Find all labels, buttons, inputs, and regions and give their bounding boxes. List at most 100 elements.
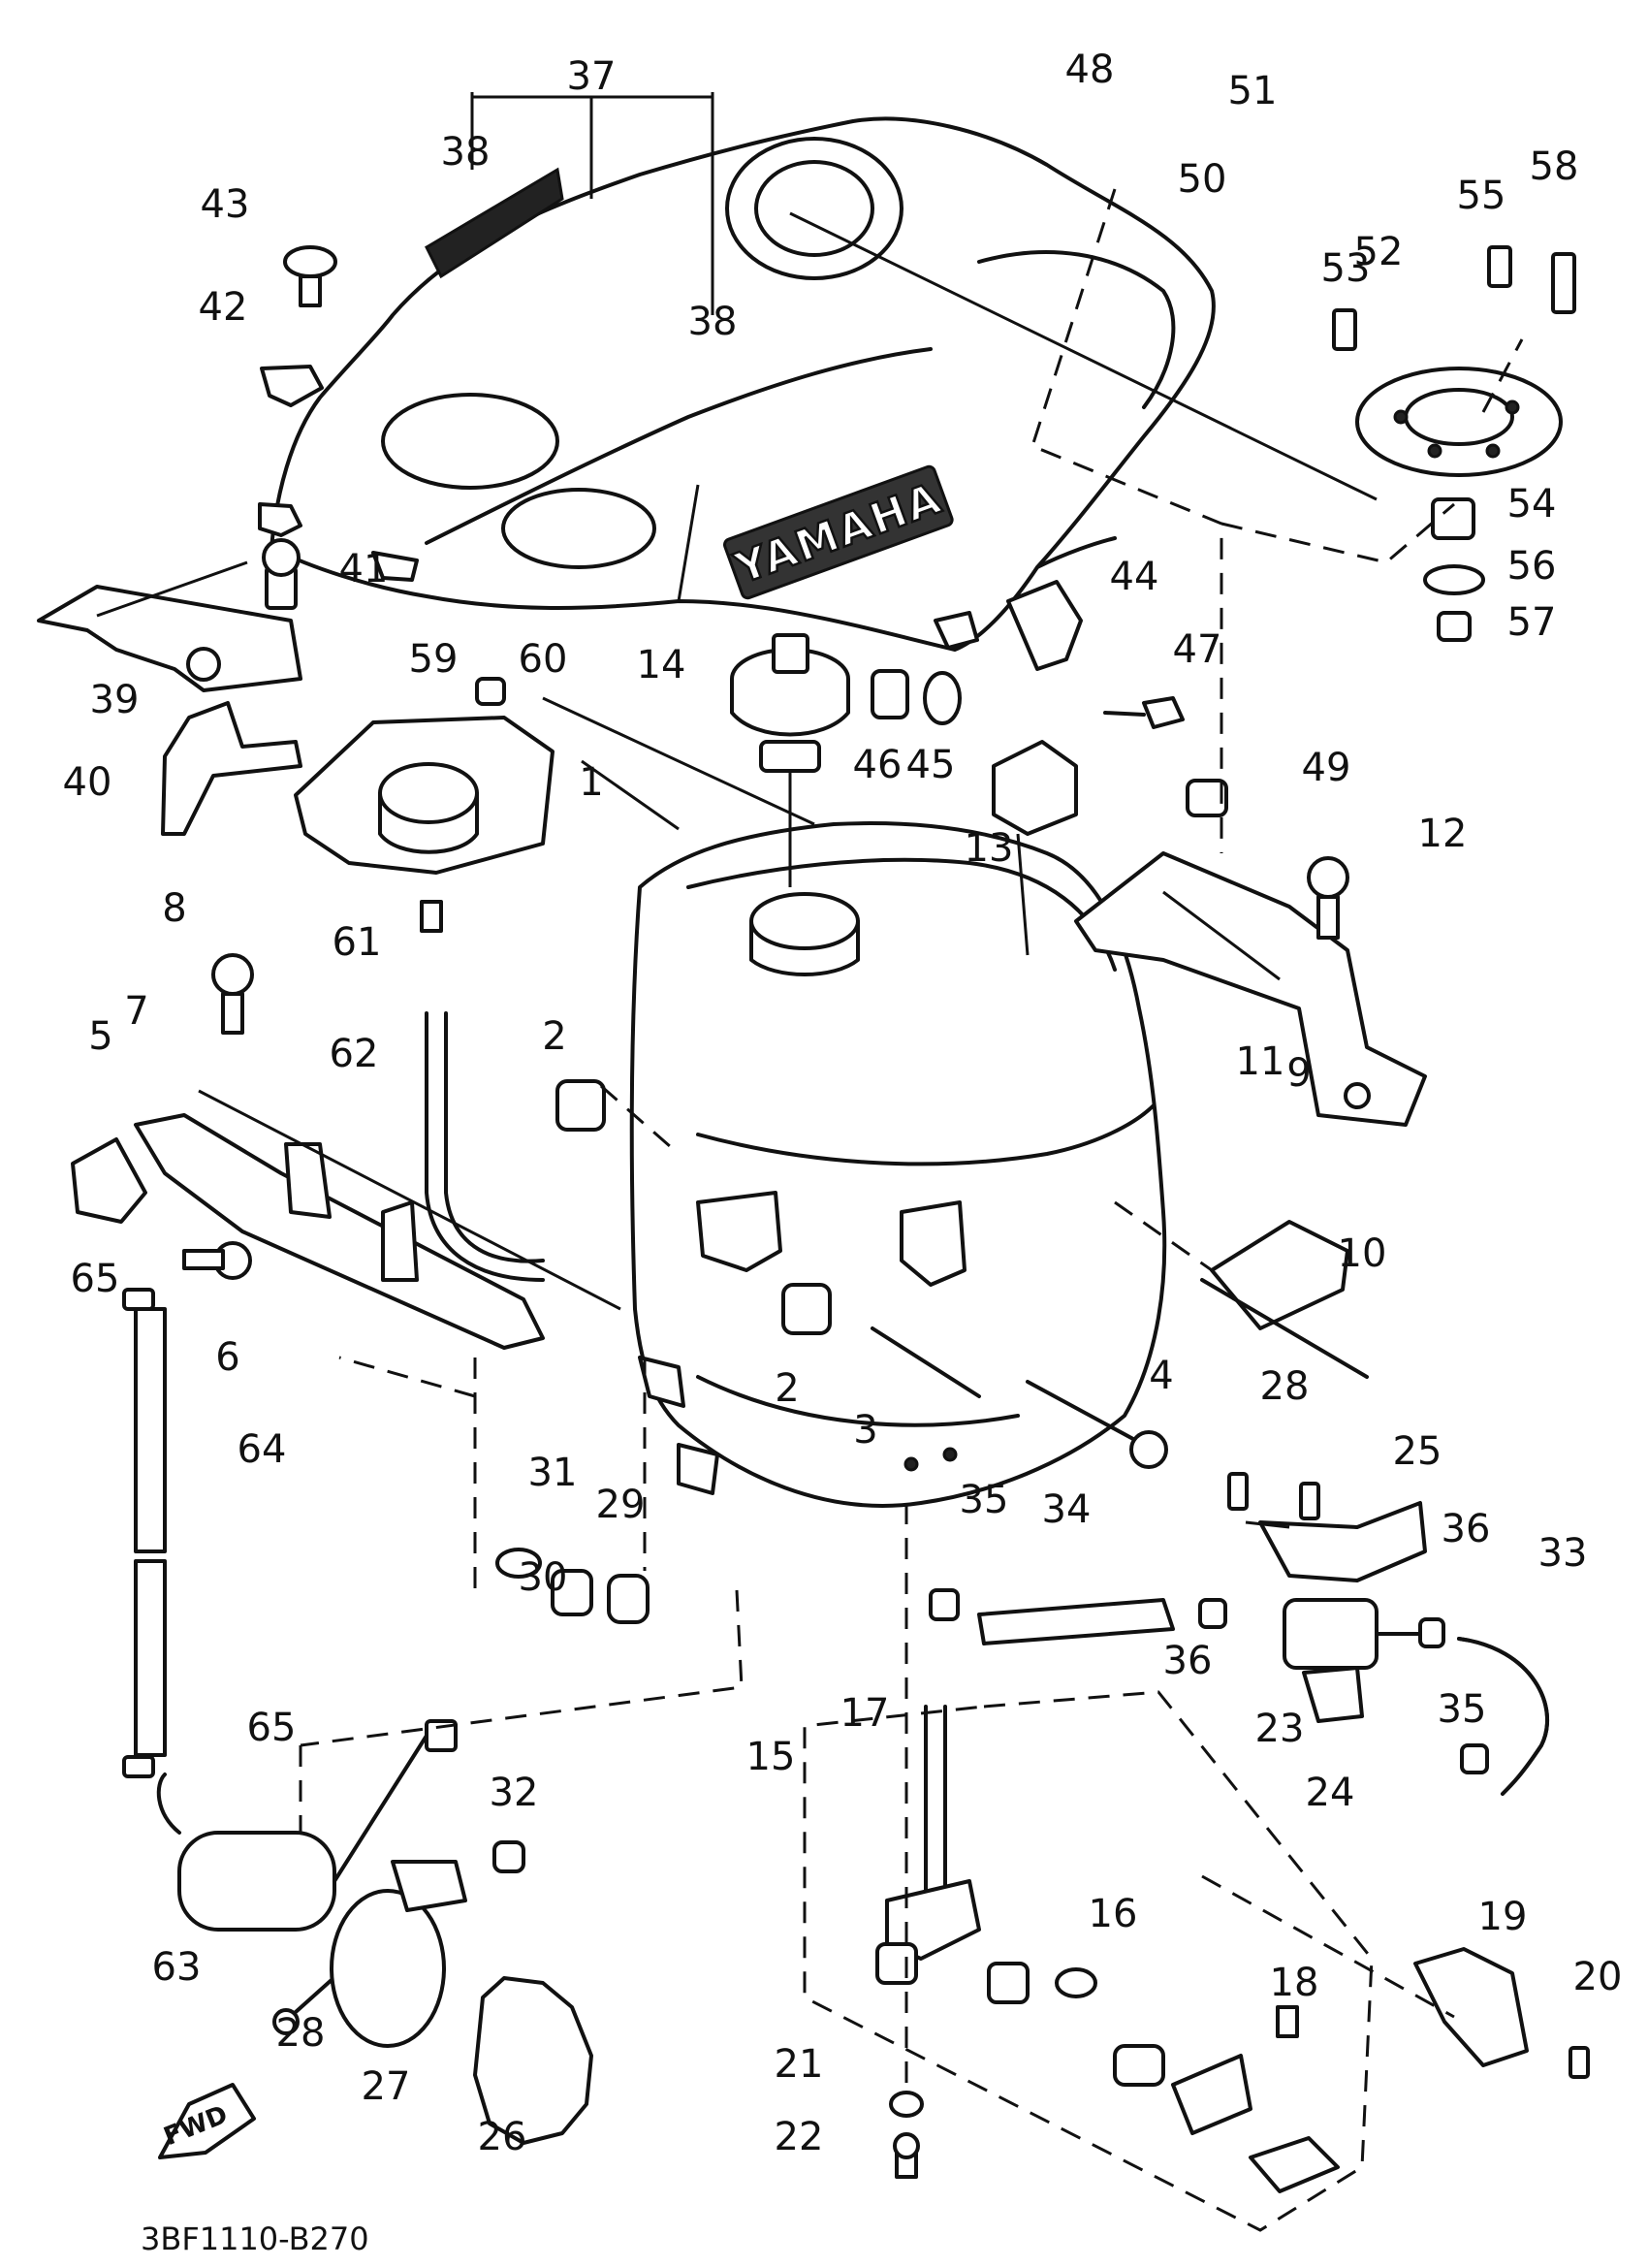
- callout-p35b: 35: [1438, 1687, 1487, 1732]
- grommet-46: [871, 669, 909, 719]
- callout-p5: 5: [88, 1014, 112, 1059]
- callout-p11: 11: [1236, 1039, 1285, 1084]
- damper-9: [1210, 1220, 1349, 1330]
- damper-2-upper: [555, 1079, 606, 1132]
- callout-p32: 32: [490, 1771, 539, 1815]
- callout-p65b: 65: [247, 1706, 297, 1750]
- callout-p1: 1: [579, 760, 603, 805]
- callout-p30: 30: [519, 1555, 568, 1600]
- fuel-cock-assembly: [875, 1705, 1340, 2193]
- callout-p6: 6: [215, 1335, 239, 1380]
- callout-p53: 53: [1321, 246, 1371, 291]
- callout-p9: 9: [1286, 1051, 1311, 1096]
- bolt-10: [1200, 1278, 1369, 1379]
- callout-p29: 29: [596, 1483, 646, 1527]
- callout-p18: 18: [1270, 1961, 1319, 2005]
- callout-p42: 42: [199, 285, 248, 330]
- callout-p36a: 36: [1442, 1507, 1491, 1551]
- callout-p58: 58: [1530, 144, 1579, 189]
- callout-p4: 4: [1149, 1354, 1173, 1398]
- callout-p15: 15: [746, 1735, 796, 1779]
- callout-p14: 14: [637, 643, 686, 687]
- callout-p51: 51: [1228, 69, 1278, 113]
- callout-p27: 27: [362, 2064, 411, 2109]
- fuel-tank-body: [629, 821, 1167, 1508]
- callout-p38b: 38: [688, 300, 738, 344]
- callout-p52: 52: [1354, 230, 1404, 274]
- callout-p61: 61: [333, 920, 382, 965]
- callout-p59: 59: [409, 637, 459, 682]
- callout-p40: 40: [63, 760, 112, 805]
- callout-p65a: 65: [71, 1257, 120, 1301]
- pump-band-27: [330, 1889, 446, 2048]
- pump-damper-26: [473, 1976, 593, 2145]
- diagram-code: 3BF1110-B270: [141, 2220, 369, 2257]
- cock-lever-19: [1413, 1947, 1529, 2067]
- screw-28-a: [1227, 1472, 1249, 1511]
- washer-31: [495, 1548, 542, 1579]
- rear-bracket: [992, 740, 1427, 1127]
- breather-hoses: [122, 1011, 545, 1778]
- callout-p56: 56: [1507, 544, 1557, 589]
- callout-p35a: 35: [960, 1478, 1009, 1522]
- rubber-tray: [294, 677, 555, 933]
- screw-20: [1569, 2046, 1590, 2079]
- callout-p64: 64: [238, 1427, 287, 1472]
- callout-p62: 62: [330, 1032, 379, 1076]
- collar-45: [923, 671, 962, 725]
- bolt-4: [1026, 1380, 1146, 1447]
- filler-cap-assembly: [1332, 245, 1576, 642]
- callout-p19: 19: [1478, 1895, 1528, 1939]
- callout-p63: 63: [152, 1945, 202, 1990]
- callout-p21: 21: [775, 2042, 824, 2087]
- fuel-filter-and-hoses: [929, 1588, 1550, 1796]
- callout-p28b: 28: [276, 2011, 326, 2056]
- callout-p37: 37: [567, 54, 617, 99]
- callout-p41: 41: [339, 547, 389, 591]
- damper-2-lower: [781, 1283, 832, 1335]
- callout-p10: 10: [1338, 1231, 1387, 1276]
- tank-cover: YAMAHA: [258, 116, 1216, 652]
- callout-p2b: 2: [775, 1366, 799, 1411]
- callout-p60: 60: [519, 637, 568, 682]
- callout-labels: 1223456789101112131415161718192021222324…: [63, 48, 1623, 2159]
- callout-p48: 48: [1065, 48, 1115, 92]
- callout-p55: 55: [1457, 174, 1506, 218]
- callout-p26: 26: [478, 2115, 527, 2159]
- collar-30: [551, 1569, 593, 1616]
- callout-p33: 33: [1538, 1531, 1588, 1576]
- callout-p20: 20: [1573, 1955, 1623, 1999]
- left-rail-bracket: [71, 953, 545, 1350]
- callout-p28a: 28: [1260, 1364, 1310, 1409]
- callout-p13: 13: [965, 826, 1014, 871]
- callout-p34: 34: [1042, 1487, 1092, 1532]
- callout-p49: 49: [1302, 746, 1351, 790]
- side-decal: [425, 167, 564, 279]
- callout-p44: 44: [1110, 555, 1159, 599]
- forward-arrow-icon: FWD: [158, 2083, 256, 2159]
- callout-p54: 54: [1507, 482, 1557, 527]
- callout-p2a: 2: [542, 1014, 566, 1059]
- callout-p39: 39: [90, 678, 140, 722]
- callout-p45: 45: [906, 743, 956, 787]
- callout-p36b: 36: [1163, 1639, 1213, 1683]
- callout-p46: 46: [853, 743, 903, 787]
- callout-p25: 25: [1393, 1429, 1442, 1474]
- callout-p50: 50: [1178, 157, 1227, 202]
- callout-p22: 22: [775, 2115, 824, 2159]
- assembly-guide-lines: [96, 92, 1524, 2232]
- pin-3: [871, 1326, 981, 1398]
- callout-p8: 8: [162, 886, 186, 931]
- callout-p38a: 38: [441, 130, 491, 175]
- screw-28-b: [1299, 1482, 1320, 1520]
- fuel-cap: [730, 633, 850, 773]
- callout-p23: 23: [1255, 1707, 1305, 1751]
- filter-bracket-25: [1258, 1501, 1427, 1582]
- callout-p47: 47: [1173, 627, 1222, 672]
- callout-p3: 3: [853, 1408, 877, 1453]
- callout-p16: 16: [1089, 1892, 1138, 1936]
- callout-p57: 57: [1507, 600, 1557, 645]
- callout-p17: 17: [840, 1691, 890, 1736]
- damper-29: [607, 1574, 650, 1624]
